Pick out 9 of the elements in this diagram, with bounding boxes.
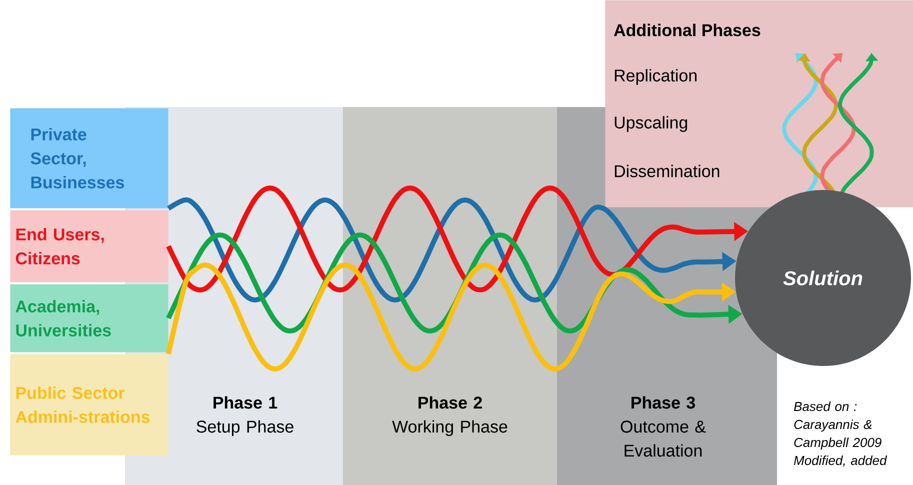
actor-box: Private Sector, Businesses — [10, 108, 168, 208]
actor-box: Public Sector Admini-strations — [10, 354, 168, 456]
source-note: Based on : Carayannis & Campbell 2009 Modified, added — [794, 402, 888, 467]
actor-box: End Users, Citizens — [10, 210, 168, 282]
phase-label: Phase 1 Setup Phase — [196, 396, 294, 436]
phase-label: Phase 3 Outcome & Evaluation — [620, 396, 706, 457]
actor-box: Academia, Universities — [10, 284, 168, 352]
additional-phases-box: Additional Phases Replication Upscaling Dissemination — [605, 0, 913, 208]
phase-label: Phase 2 Working Phase — [392, 396, 508, 436]
